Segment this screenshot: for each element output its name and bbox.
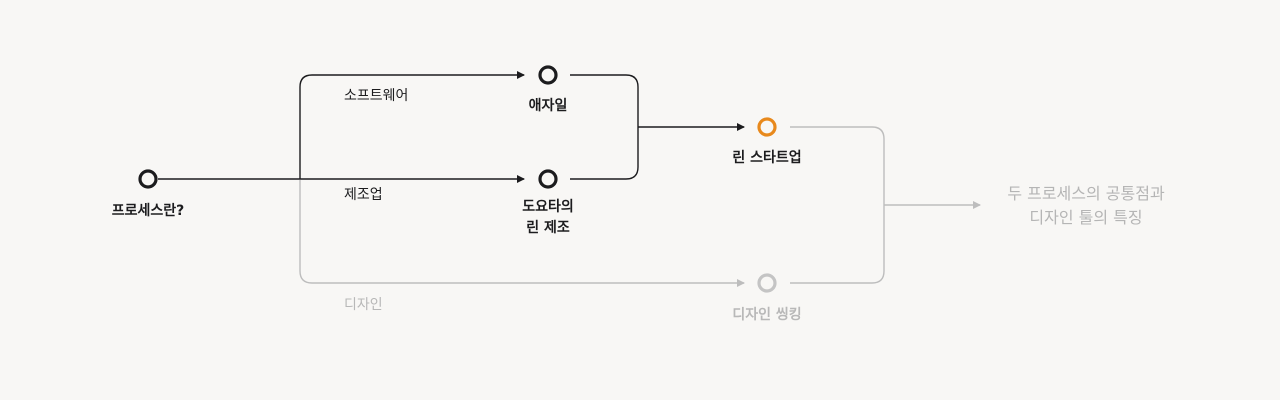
edge-label-design: 디자인 xyxy=(344,297,383,313)
edge-label-manufacturing: 제조업 xyxy=(344,187,383,203)
node-toyota-label-line2: 린 제조 xyxy=(526,220,570,236)
node-toyota-label-line1: 도요타의 xyxy=(522,199,574,215)
result-label-line2: 디자인 툴의 특징 xyxy=(1029,208,1143,227)
node-agile-label: 애자일 xyxy=(528,98,568,114)
node-process-label: 프로세스란? xyxy=(111,203,185,219)
node-lean-startup-circle xyxy=(757,117,777,137)
edge-software-to-agile xyxy=(299,71,525,179)
node-agile-circle xyxy=(538,65,558,85)
edge-label-software: 소프트웨어 xyxy=(344,88,409,104)
node-toyota-circle xyxy=(538,169,558,189)
result-label-line1: 두 프로세스의 공통점과 xyxy=(1007,184,1165,203)
node-design-thinking-label: 디자인 씽킹 xyxy=(732,307,802,323)
node-toyota-label: 도요타의 린 제조 xyxy=(522,197,574,239)
node-process-circle xyxy=(138,169,158,189)
edge-outputs-merge xyxy=(790,126,885,284)
result-label: 두 프로세스의 공통점과 디자인 툴의 특징 xyxy=(1007,182,1164,230)
edge-design-to-design-thinking xyxy=(299,180,745,287)
node-design-thinking-circle xyxy=(757,273,777,293)
edge-agile-merge xyxy=(570,74,639,180)
node-lean-startup-label: 린 스타트업 xyxy=(732,150,802,166)
